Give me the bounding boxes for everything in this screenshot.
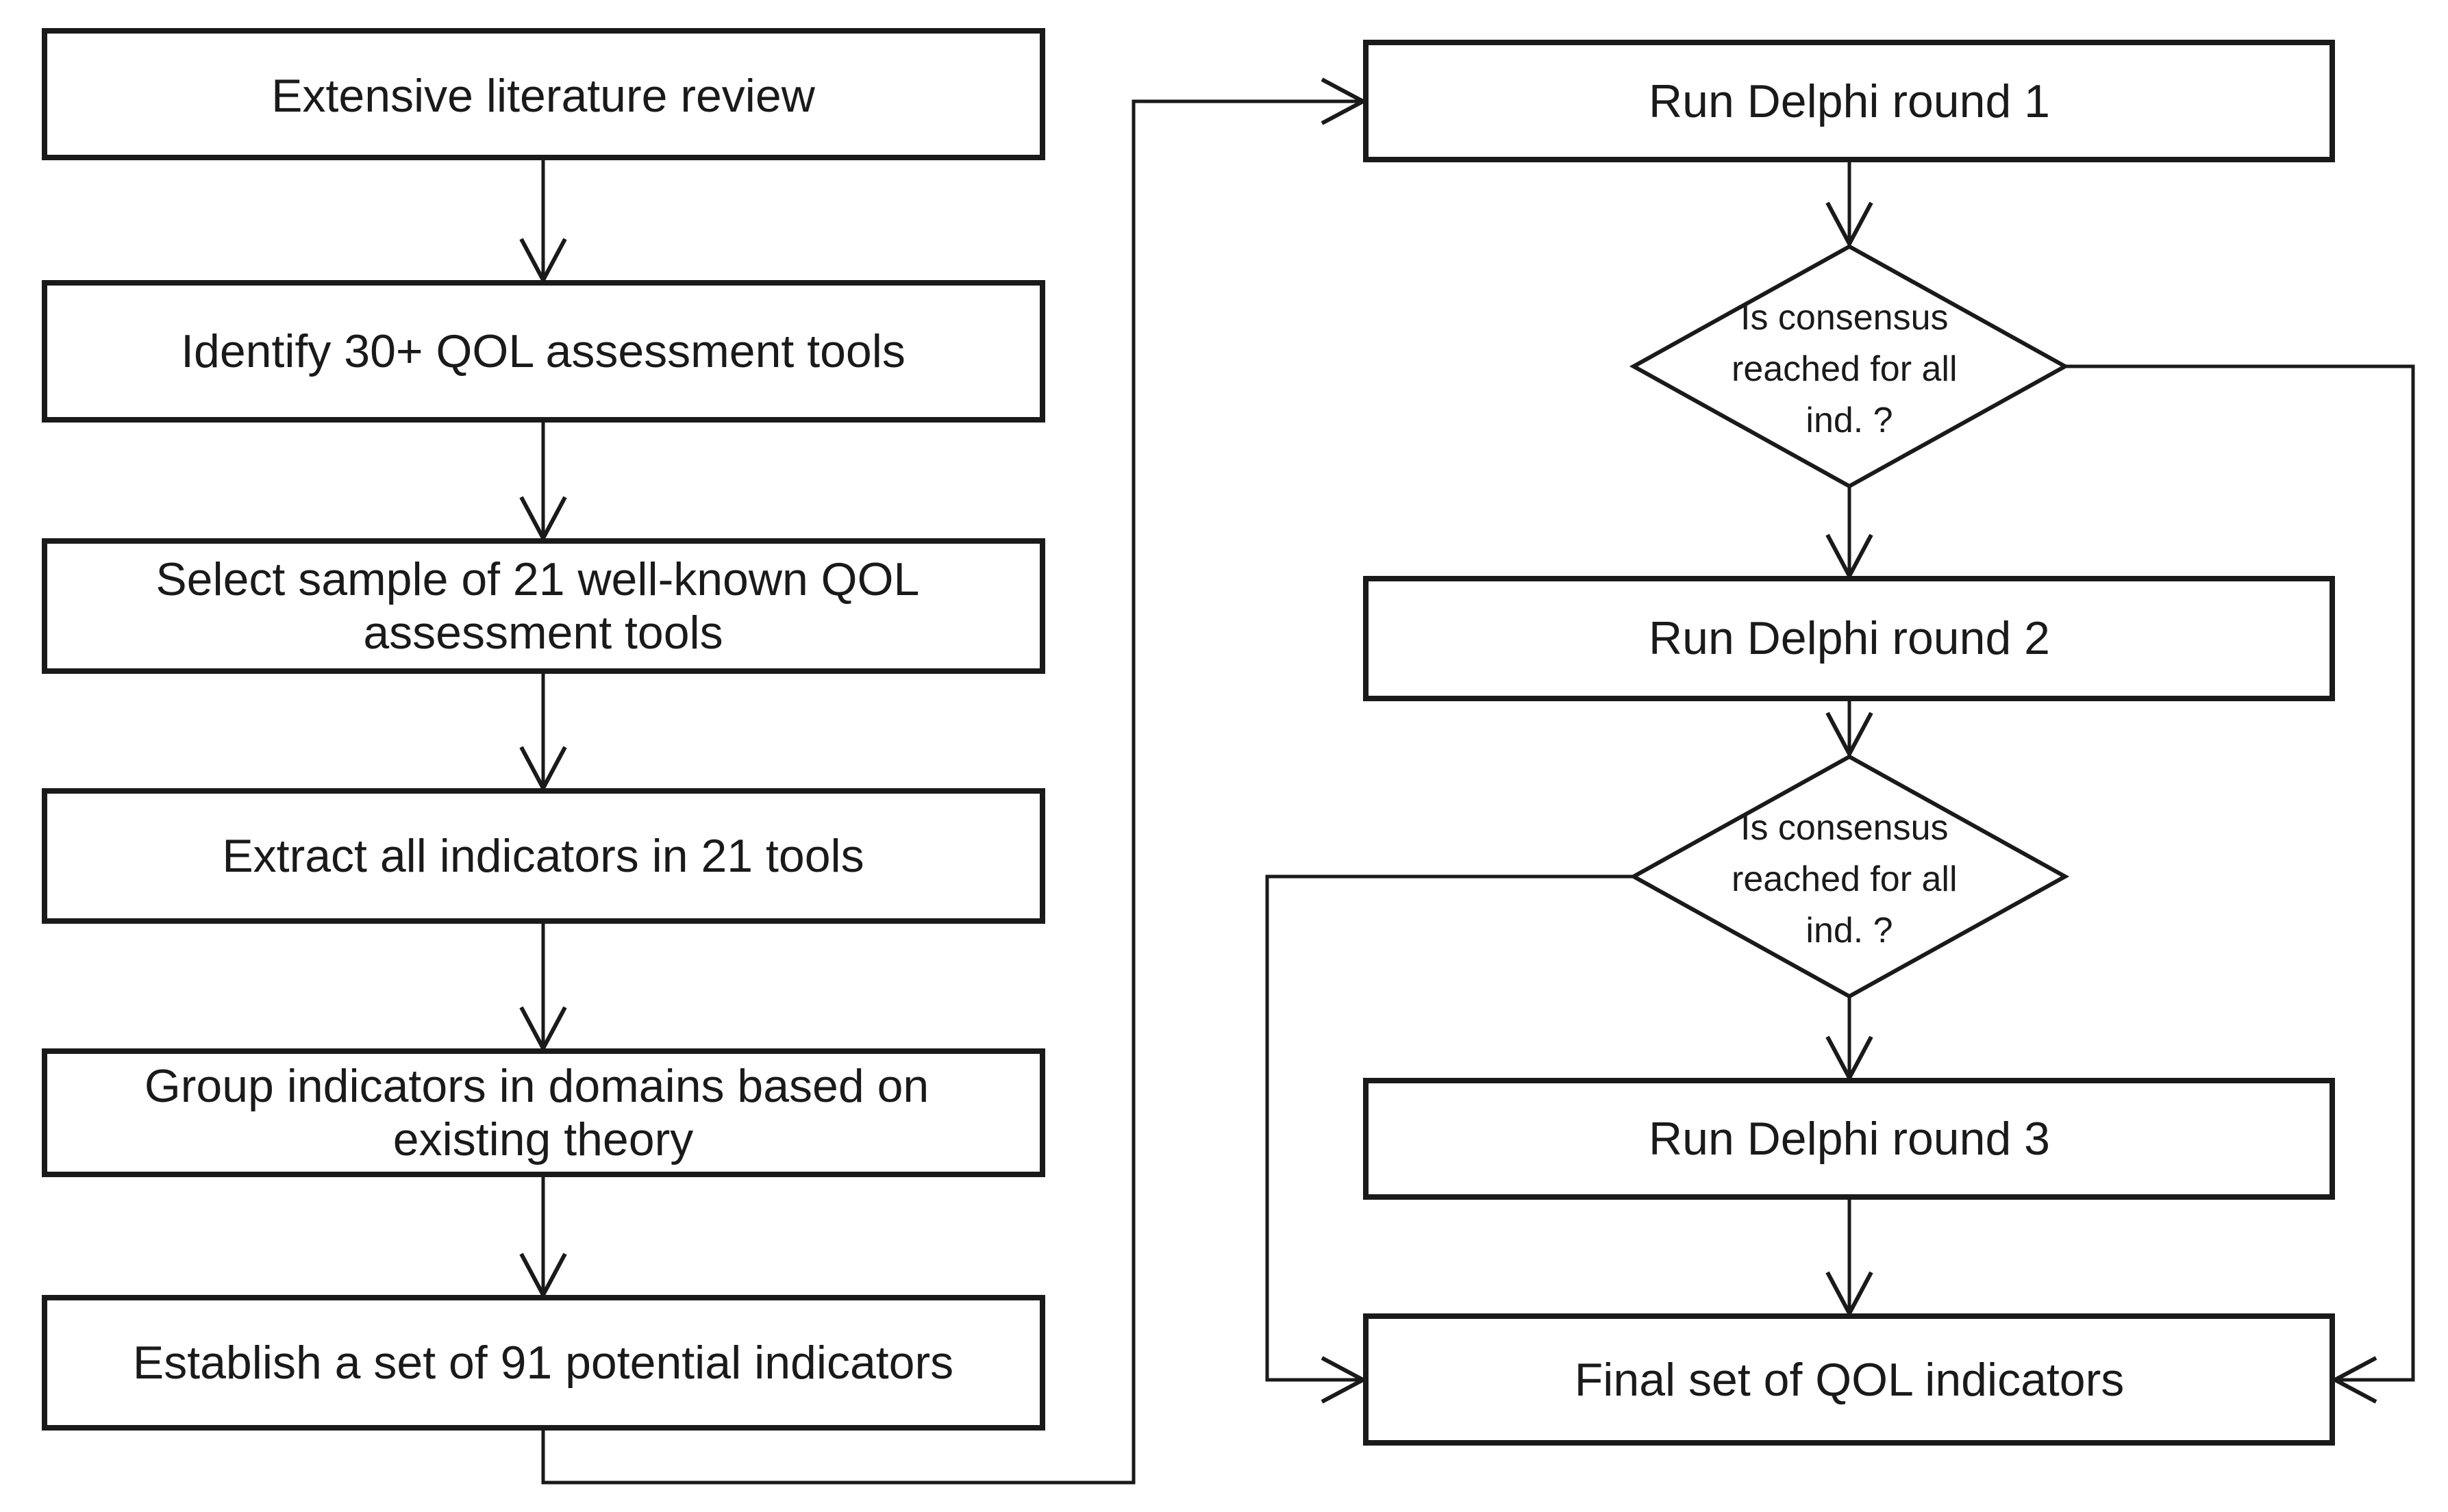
process-box-group-indicators — [42, 1048, 1045, 1177]
process-box-delphi-round-3 — [1363, 1078, 2335, 1200]
consensus-2-line-2: reached for all — [1732, 859, 1958, 899]
extract-indicators-label: Extract all indicators in 21 tools — [222, 830, 864, 882]
consensus-2-label: Is consensus reached for all ind. ? — [1732, 808, 1967, 950]
decision-diamond-consensus-1 — [1629, 244, 2070, 489]
decision-diamond-consensus-2 — [1629, 754, 2070, 999]
feedback-line-consensus2-to-final — [1265, 874, 1634, 1404]
literature-review-label: Extensive literature review — [271, 70, 816, 122]
process-box-delphi-round-2 — [1363, 576, 2335, 701]
process-box-final-set — [1363, 1313, 2335, 1446]
feedback-line-consensus1-to-final — [2065, 364, 2415, 1404]
consensus-2-line-3: ind. ? — [1806, 911, 1893, 950]
consensus-1-line-1: Is consensus — [1740, 298, 1949, 338]
process-box-extract-indicators — [42, 788, 1045, 924]
select-sample-line-2: assessment tools — [363, 607, 723, 659]
process-box-identify-tools — [42, 280, 1045, 423]
group-indicators-line-1: Group indicators in domains based on — [145, 1060, 929, 1112]
select-sample-label: Select sample of 21 well-known QOL asses… — [155, 553, 930, 659]
connector-establish-to-delphi1 — [541, 77, 1368, 1485]
select-sample-line-1: Select sample of 21 well-known QOL — [155, 553, 918, 605]
group-indicators-line-2: existing theory — [393, 1113, 693, 1166]
consensus-1-label: Is consensus reached for all ind. ? — [1732, 298, 1967, 440]
consensus-2-line-1: Is consensus — [1740, 808, 1949, 848]
delphi-round-3-label: Run Delphi round 3 — [1649, 1113, 2050, 1165]
consensus-1-line-2: reached for all — [1732, 349, 1958, 389]
delphi-round-2-label: Run Delphi round 2 — [1649, 612, 2050, 664]
process-box-select-sample — [42, 538, 1045, 674]
delphi-round-1-label: Run Delphi round 1 — [1649, 75, 2050, 127]
establish-set-label: Establish a set of 91 potential indicato… — [133, 1337, 953, 1389]
group-indicators-label: Group indicators in domains based on exi… — [145, 1060, 942, 1166]
consensus-1-line-3: ind. ? — [1806, 401, 1893, 440]
final-set-label: Final set of QOL indicators — [1575, 1354, 2125, 1406]
process-box-literature-review — [42, 28, 1045, 160]
process-box-delphi-round-1 — [1363, 40, 2335, 162]
identify-tools-label: Identify 30+ QOL assessment tools — [181, 325, 905, 377]
process-box-establish-set — [42, 1295, 1045, 1431]
